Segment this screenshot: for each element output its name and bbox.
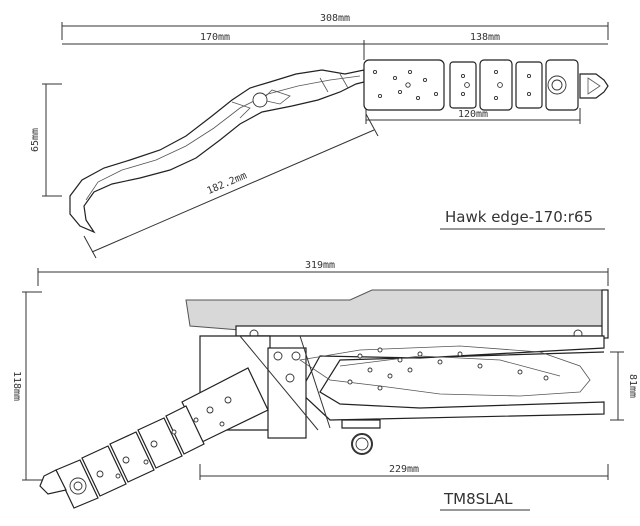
dim-label-229: 229mm <box>389 464 419 475</box>
mount-plate <box>185 289 609 339</box>
dimension-right-bottom: 81mm <box>610 351 638 421</box>
caption-tm8slal: TM8SLAL <box>443 490 513 508</box>
dim-label-170: 170mm <box>200 32 230 43</box>
dim-label-138: 138mm <box>470 32 500 43</box>
dimension-height-top: 65mm <box>30 83 62 197</box>
dim-label-319: 319mm <box>305 260 335 271</box>
tm8slal-drawing: 319mm 118mm 81mm 229mm <box>11 260 638 511</box>
dimension-overall-top: 308mm <box>61 13 609 40</box>
mount-handle <box>39 367 269 509</box>
dim-label-308: 308mm <box>320 13 350 24</box>
dim-label-65: 65mm <box>30 128 41 152</box>
dimension-overall-bottom: 319mm <box>37 260 609 286</box>
dimension-diagonal: 182.2mm <box>83 113 379 259</box>
caption-hawk-edge: Hawk edge-170:r65 <box>445 208 593 226</box>
dimension-blade-handle: 170mm 138mm <box>62 32 608 60</box>
hawk-edge-drawing: 308mm 170mm 138mm 120mm 65mm 182. <box>30 13 609 259</box>
dimension-height-bottom: 118mm <box>11 291 42 481</box>
dimension-grip: 120mm <box>365 108 581 124</box>
dim-label-182: 182.2mm <box>205 170 248 197</box>
hawk-handle <box>363 59 609 111</box>
dim-label-81: 81mm <box>627 374 638 398</box>
dim-label-118: 118mm <box>11 371 22 401</box>
dimension-base: 229mm <box>199 464 609 480</box>
dim-label-120: 120mm <box>458 109 488 120</box>
hawk-blade <box>69 69 365 234</box>
